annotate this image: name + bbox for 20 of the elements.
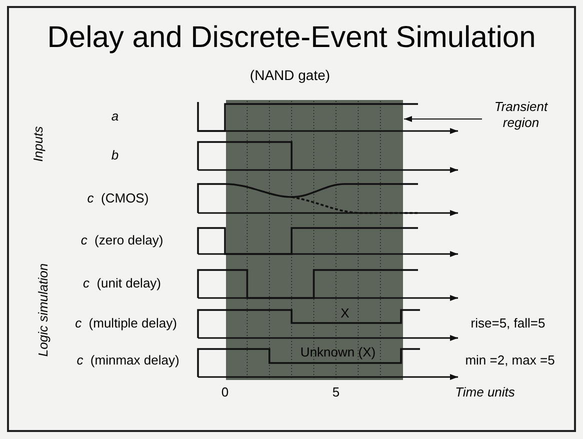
signal-label: b [111,148,119,162]
axis-label: Time units [455,386,515,398]
subtitle: (NAND gate) [250,68,330,82]
group-label: Logic simulation [36,263,50,357]
leader-line [404,116,482,122]
callout-text: Transient region [484,99,558,133]
group-label: Inputs [32,126,44,162]
signal-label: c (minmax delay) [76,354,180,366]
signal-label: c (unit delay) [82,276,162,290]
waveform-label: X [340,306,350,320]
signal-label: a [111,110,119,122]
delay-note: rise=5, fall=5 [470,316,546,330]
signal-label: c (CMOS) [87,192,149,204]
title: Delay and Discrete-Event Simulation [46,20,537,56]
tick-label: 5 [332,386,340,398]
delay-note: min =2, max =5 [465,354,555,366]
signal-label: c (zero delay) [80,234,164,246]
signal-label: c (multiple delay) [75,316,177,330]
tick-label: 0 [221,386,229,398]
waveform-label: Unknown (X) [300,346,376,358]
